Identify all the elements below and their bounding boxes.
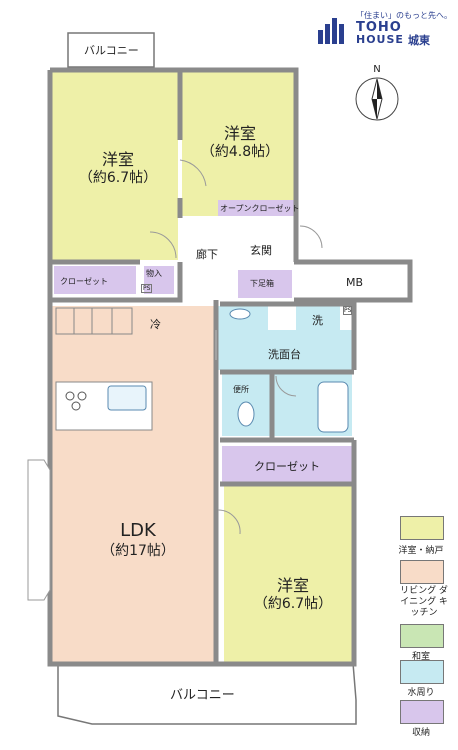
bedroom-top-right: 洋室 （約4.8帖） [188, 124, 292, 162]
legend-label: リビング ダイニング キッチン [400, 586, 448, 618]
legend-label: 収納 [411, 728, 430, 738]
legend-item-storage: 収納 [400, 700, 450, 740]
legend-item-ldk: リビング ダイニング キッチン [400, 560, 450, 624]
ldk-room: LDK （約17帖） [74, 520, 202, 560]
entrance-label: 玄関 [250, 244, 272, 257]
ps-left-label: PS [141, 284, 153, 293]
fridge-label: 冷 [150, 318, 161, 331]
ldk-area [52, 306, 216, 662]
legend-label: 和室 [411, 652, 430, 662]
legend-item-bedroom: 洋室・納戸 [398, 516, 450, 562]
closet-right-area [222, 446, 352, 482]
brand-name: TOHO [356, 20, 402, 35]
storage-small-area [144, 266, 174, 294]
open-closet-area [218, 200, 294, 216]
balcony-top [67, 32, 155, 68]
storage-small-label: 物入 [146, 269, 162, 278]
balcony-bottom-label: バルコニー [170, 688, 235, 703]
bedroom-top-right-area [182, 72, 294, 216]
legend: 洋室・納戸 リビング ダイニング キッチン 和室 水周り 収納 [392, 516, 458, 750]
legend-swatch [400, 700, 444, 724]
legend-item-water: 水周り [400, 660, 450, 700]
wash-basin-icon [229, 308, 251, 320]
legend-swatch [400, 624, 444, 648]
bedroom-top-left: 洋室 （約6.7帖） [62, 150, 174, 188]
washroom-label: 洗面台 [268, 348, 301, 361]
brand-name-line2: HOUSE [356, 33, 404, 46]
room-size: （約6.7帖） [253, 596, 333, 612]
closet-right-label: クローゼット [254, 460, 320, 473]
legend-label: 洋室・納戸 [398, 546, 444, 556]
corridor-label: 廊下 [196, 248, 218, 261]
brand-branch: 城東 [408, 34, 430, 47]
compass: N [352, 64, 402, 126]
legend-item-washitsu: 和室 [400, 624, 450, 664]
bedroom-bottom-right-area [224, 486, 352, 662]
legend-label: 水周り [407, 688, 435, 698]
room-name: 洋室 [223, 124, 256, 143]
room-size: （約6.7帖） [78, 170, 158, 186]
bathtub-icon [317, 381, 349, 433]
toilet-icon [237, 401, 255, 427]
shoe-box-label: 下足箱 [250, 279, 274, 288]
balcony-bottom [57, 662, 357, 725]
closet-left-label: クローゼット [60, 277, 108, 286]
room-name: LDK [120, 520, 156, 541]
room-name: 洋室 [276, 576, 309, 595]
bedroom-bottom-right: 洋室 （約6.7帖） [234, 576, 352, 614]
bedroom-top-left-area [52, 72, 178, 260]
balcony-top-label: バルコニー [84, 44, 139, 57]
brand-tagline: 「住まい」のもっと先へ。 [356, 11, 452, 20]
toilet-label: 便所 [233, 385, 249, 394]
washer-label: 洗 [312, 314, 323, 327]
room-size: （約17帖） [101, 542, 175, 559]
shoe-box-area [238, 270, 292, 298]
room-name: 洋室 [101, 150, 134, 169]
legend-swatch [400, 560, 444, 584]
compass-icon [355, 77, 399, 121]
mb-label: MB [346, 276, 364, 289]
kitchen-counter [55, 307, 133, 335]
house-logo-icon [318, 18, 344, 44]
brand-logo: 「住まい」のもっと先へ。 TOHO HOUSE 城東 [316, 10, 456, 47]
washer-area [296, 306, 340, 330]
washroom-area [218, 330, 352, 370]
closet-left-area [54, 266, 136, 294]
kitchen-sink-icon [107, 385, 147, 411]
legend-swatch [400, 516, 444, 540]
legend-swatch [400, 660, 444, 684]
compass-north-label: N [373, 64, 381, 75]
open-closet-label: オープンクローゼット [220, 204, 300, 213]
ps-right-label: PS [343, 306, 352, 315]
room-size: （約4.8帖） [200, 144, 280, 160]
